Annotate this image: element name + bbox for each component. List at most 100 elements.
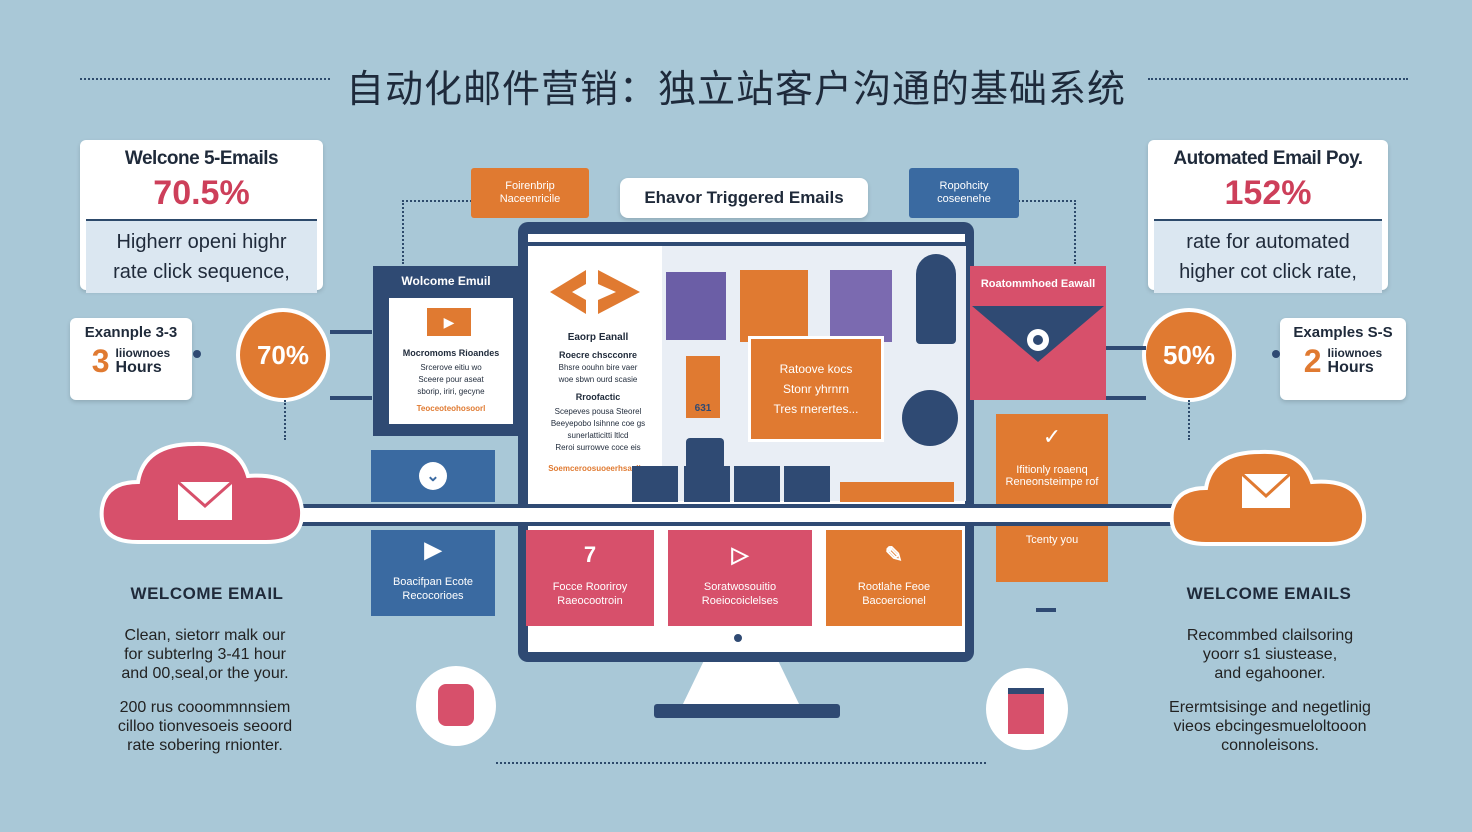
screen-button[interactable] (784, 466, 830, 502)
section-heading-right: WELCOME EMAILS (1186, 584, 1352, 603)
welcome-card-link[interactable]: Teoceoteohosoorl (416, 404, 486, 413)
page-title: 自动化邮件营销：独立站客户沟通的基础系统 (345, 67, 1126, 111)
chevron-down-icon[interactable]: ⌄ (419, 462, 447, 490)
hours-card-heading: Exannple 3-3 (84, 324, 178, 341)
screen-body: Bhsre oouhn bire vaer woe sbwn ourd scas… (558, 363, 638, 384)
screen-avatar (902, 390, 958, 446)
welcome-card-title: Mocromoms Rioandes (402, 348, 500, 358)
tile-icon: ▶ (424, 537, 442, 562)
hours-card-heading: Examples S-S (1293, 324, 1393, 341)
screen-link[interactable]: Soemceroosuoeerhsaalim (548, 464, 648, 473)
hours-card-number: 2 (1303, 343, 1322, 379)
right-orange-tile: ✓ Ifitionly roaenq Reneonsteimpe rof Tce… (996, 414, 1108, 582)
document-icon (1008, 688, 1044, 734)
connector-line (284, 400, 288, 440)
stat-card-line: Higherr openi highr (116, 231, 287, 253)
center-label: Ehavor Triggered Emails (620, 178, 868, 218)
tag-navy-text: Ropohcity coseenehe (937, 180, 991, 205)
screen-button[interactable] (632, 466, 678, 502)
tile-line: Ifitionly roaenq (1016, 464, 1088, 476)
stat-card-left: Welcone 5-Emails 70.5% Higherr openi hig… (80, 140, 323, 293)
screen-left-column: Eaorp Eanall Roecre chscconre Bhsre oouh… (528, 246, 662, 501)
arrow-line (330, 396, 372, 400)
screen-line: Roecre chscconre (558, 350, 638, 360)
tile-icon: 7 (583, 542, 597, 567)
section-para: Erermtsisinge and negetlinig vieos ebcin… (1169, 699, 1371, 754)
title-rule-left (80, 78, 330, 80)
arrow-logo-icon (550, 270, 640, 314)
horizontal-band (300, 504, 1180, 526)
connector-dot (1272, 350, 1280, 358)
cloud-left-icon (99, 441, 305, 544)
stat-card-value: 70.5% (153, 174, 250, 212)
tile-text: Boacifpan Ecote Recocorioes (392, 576, 474, 602)
monitor-dot (734, 634, 742, 642)
connector-line (1018, 200, 1076, 202)
welcome-card-text: Srcerove eitiu wo Sceere pour aseat sbor… (417, 363, 485, 396)
tile-text: Rootlahe Feoe Bacoercionel (857, 581, 931, 607)
screen-button[interactable] (734, 466, 780, 502)
connector-line (402, 200, 472, 202)
bottom-tile: ▷ Soratwosouitio Roeiocoiclelses (668, 530, 812, 626)
gift-icon (438, 684, 474, 726)
section-para: Recommbed clailsoring yoorr s1 siustease… (1186, 627, 1354, 682)
section-heading-left: WELCOME EMAIL (130, 584, 284, 603)
bottom-tile: ✎ Rootlahe Feoe Bacoercionel (826, 530, 962, 626)
hours-card-unit: Hours (1327, 358, 1374, 376)
screen-footer-bar (840, 482, 954, 502)
connector-line (1188, 400, 1192, 440)
title-rule-right (1148, 78, 1408, 80)
hours-card-label: Iiiownoes (115, 345, 171, 360)
envelope-icon (972, 306, 1104, 394)
tag-navy: Ropohcity coseenehe (909, 168, 1019, 218)
hours-card-label: Iiiownoes (1327, 345, 1383, 360)
percent-circle-left: 70% (236, 308, 330, 402)
tag-orange: Foirenbrip Naceenricile (471, 168, 589, 218)
check-tile: ⌄ (371, 450, 495, 502)
cloud-right-icon (1169, 449, 1367, 546)
stat-card-line: rate for automated (1186, 231, 1350, 253)
screen-card-orange (740, 270, 808, 342)
tile-icon: ▷ (731, 542, 749, 567)
recommended-card: Roatommhoed Eawall (970, 266, 1106, 400)
welcome-card-header: Wolcome Emuil (401, 274, 491, 288)
section-para: Clean, sietorr malk our for subterlng 3-… (121, 627, 289, 682)
stat-card-line: higher cot click rate, (1179, 261, 1357, 283)
section-para: 200 rus cooommnnsiem cilloo tionvesoeis … (117, 699, 293, 754)
hours-card-number: 3 (91, 343, 110, 379)
stat-card-heading: Welcone 5-Emails (124, 148, 279, 169)
monitor-stand (682, 662, 800, 706)
stat-card-band: rate for automated higher cot click rate… (1154, 219, 1382, 293)
welcome-card-body: ▶ Mocromoms Rioandes Srcerove eitiu wo S… (389, 298, 513, 424)
tile-line: Reneonsteimpe rof (1005, 476, 1099, 488)
play-icon[interactable]: ▶ (427, 308, 471, 336)
screen-button[interactable] (684, 466, 730, 502)
welcome-card: Wolcome Emuil ▶ Mocromoms Rioandes Srcer… (373, 266, 519, 436)
connector-dot (193, 350, 201, 358)
tile-footer: Tcenty you (1025, 534, 1079, 546)
stat-card-band: Higherr openi highr rate click sequence, (86, 219, 317, 293)
hours-card-unit: Hours (115, 358, 162, 376)
arrow-line (330, 330, 372, 334)
tile-text: Focce Rooriroy Raeocootroin (552, 581, 628, 607)
screen-card-purple (830, 270, 892, 342)
hours-card-right: Examples S-S 2 Iiiownoes Hours (1280, 318, 1406, 400)
stat-card-heading: Automated Email Poy. (1173, 148, 1363, 169)
bottom-circle-left (416, 666, 496, 746)
recommended-card-header: Roatommhoed Eawall (980, 278, 1096, 290)
person-figure (916, 254, 956, 344)
arrow-line (1106, 396, 1146, 400)
screen-badge: 631 (686, 356, 720, 418)
check-icon: ✓ (1042, 424, 1062, 449)
tag-orange-text: Foirenbrip Naceenricile (499, 180, 561, 205)
bottom-circle-right (986, 668, 1068, 750)
screen-subheading: Rroofactic (575, 392, 621, 402)
tile-text: Soratwosouitio Roeiocoiclelses (701, 581, 779, 607)
screen-body: Scepeves pousa Steorel Beeyepobo Isihnne… (550, 407, 646, 452)
stat-card-line: rate click sequence, (113, 261, 290, 283)
stat-card-right: Automated Email Poy. 152% rate for autom… (1148, 140, 1388, 293)
tile-icon: ✎ (884, 542, 904, 567)
bottom-tile: 7 Focce Rooriroy Raeocootroin (526, 530, 654, 626)
monitor-base (654, 704, 840, 718)
connector-line (1074, 200, 1078, 264)
